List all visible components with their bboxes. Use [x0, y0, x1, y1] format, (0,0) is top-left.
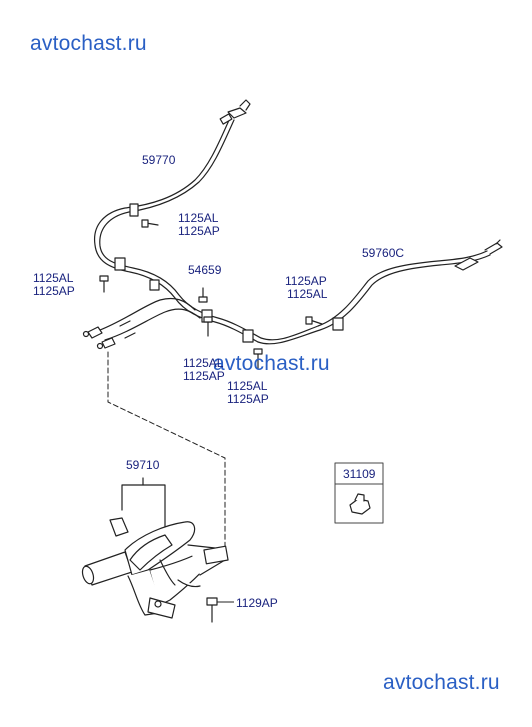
- label-bolt-e-line2: 1125AP: [227, 392, 269, 406]
- watermark-bottom: avtochast.ru: [383, 671, 500, 694]
- label-bolt-c-line2: 1125AL: [287, 287, 328, 301]
- watermark-top: avtochast.ru: [30, 32, 147, 55]
- label-54659: 54659: [188, 263, 222, 277]
- label-bolt-b-line1: 1125AL: [33, 271, 74, 285]
- parking-brake-lever: [81, 517, 229, 619]
- bolt-c: [305, 316, 323, 325]
- label-59770: 59770: [142, 153, 176, 167]
- bolt-e: [253, 348, 263, 369]
- label-bolt-c-line1: 1125AP: [285, 274, 327, 288]
- bolt-a: [141, 219, 159, 228]
- bolt-d: [203, 316, 213, 337]
- label-59760c: 59760C: [362, 246, 405, 260]
- bolt-54659: [198, 287, 208, 303]
- label-bolt-d-line1: 1125AL: [183, 356, 224, 370]
- nut-31109: [349, 493, 371, 515]
- cable-59760c: [257, 239, 503, 345]
- label-bolt-a-line2: 1125AP: [178, 224, 220, 238]
- label-bolt-e-line1: 1125AL: [227, 379, 268, 393]
- label-bolt-b-line2: 1125AP: [33, 284, 75, 298]
- label-31109: 31109: [343, 467, 376, 481]
- label-59710: 59710: [126, 458, 160, 472]
- watermark-middle: avtochast.ru: [213, 352, 330, 375]
- label-bolt-d-line2: 1125AP: [183, 369, 225, 383]
- label-bolt-a-line1: 1125AL: [178, 211, 219, 225]
- label-1129ap: 1129AP: [236, 596, 278, 610]
- bolt-b: [99, 275, 109, 293]
- front-cable: [82, 297, 201, 350]
